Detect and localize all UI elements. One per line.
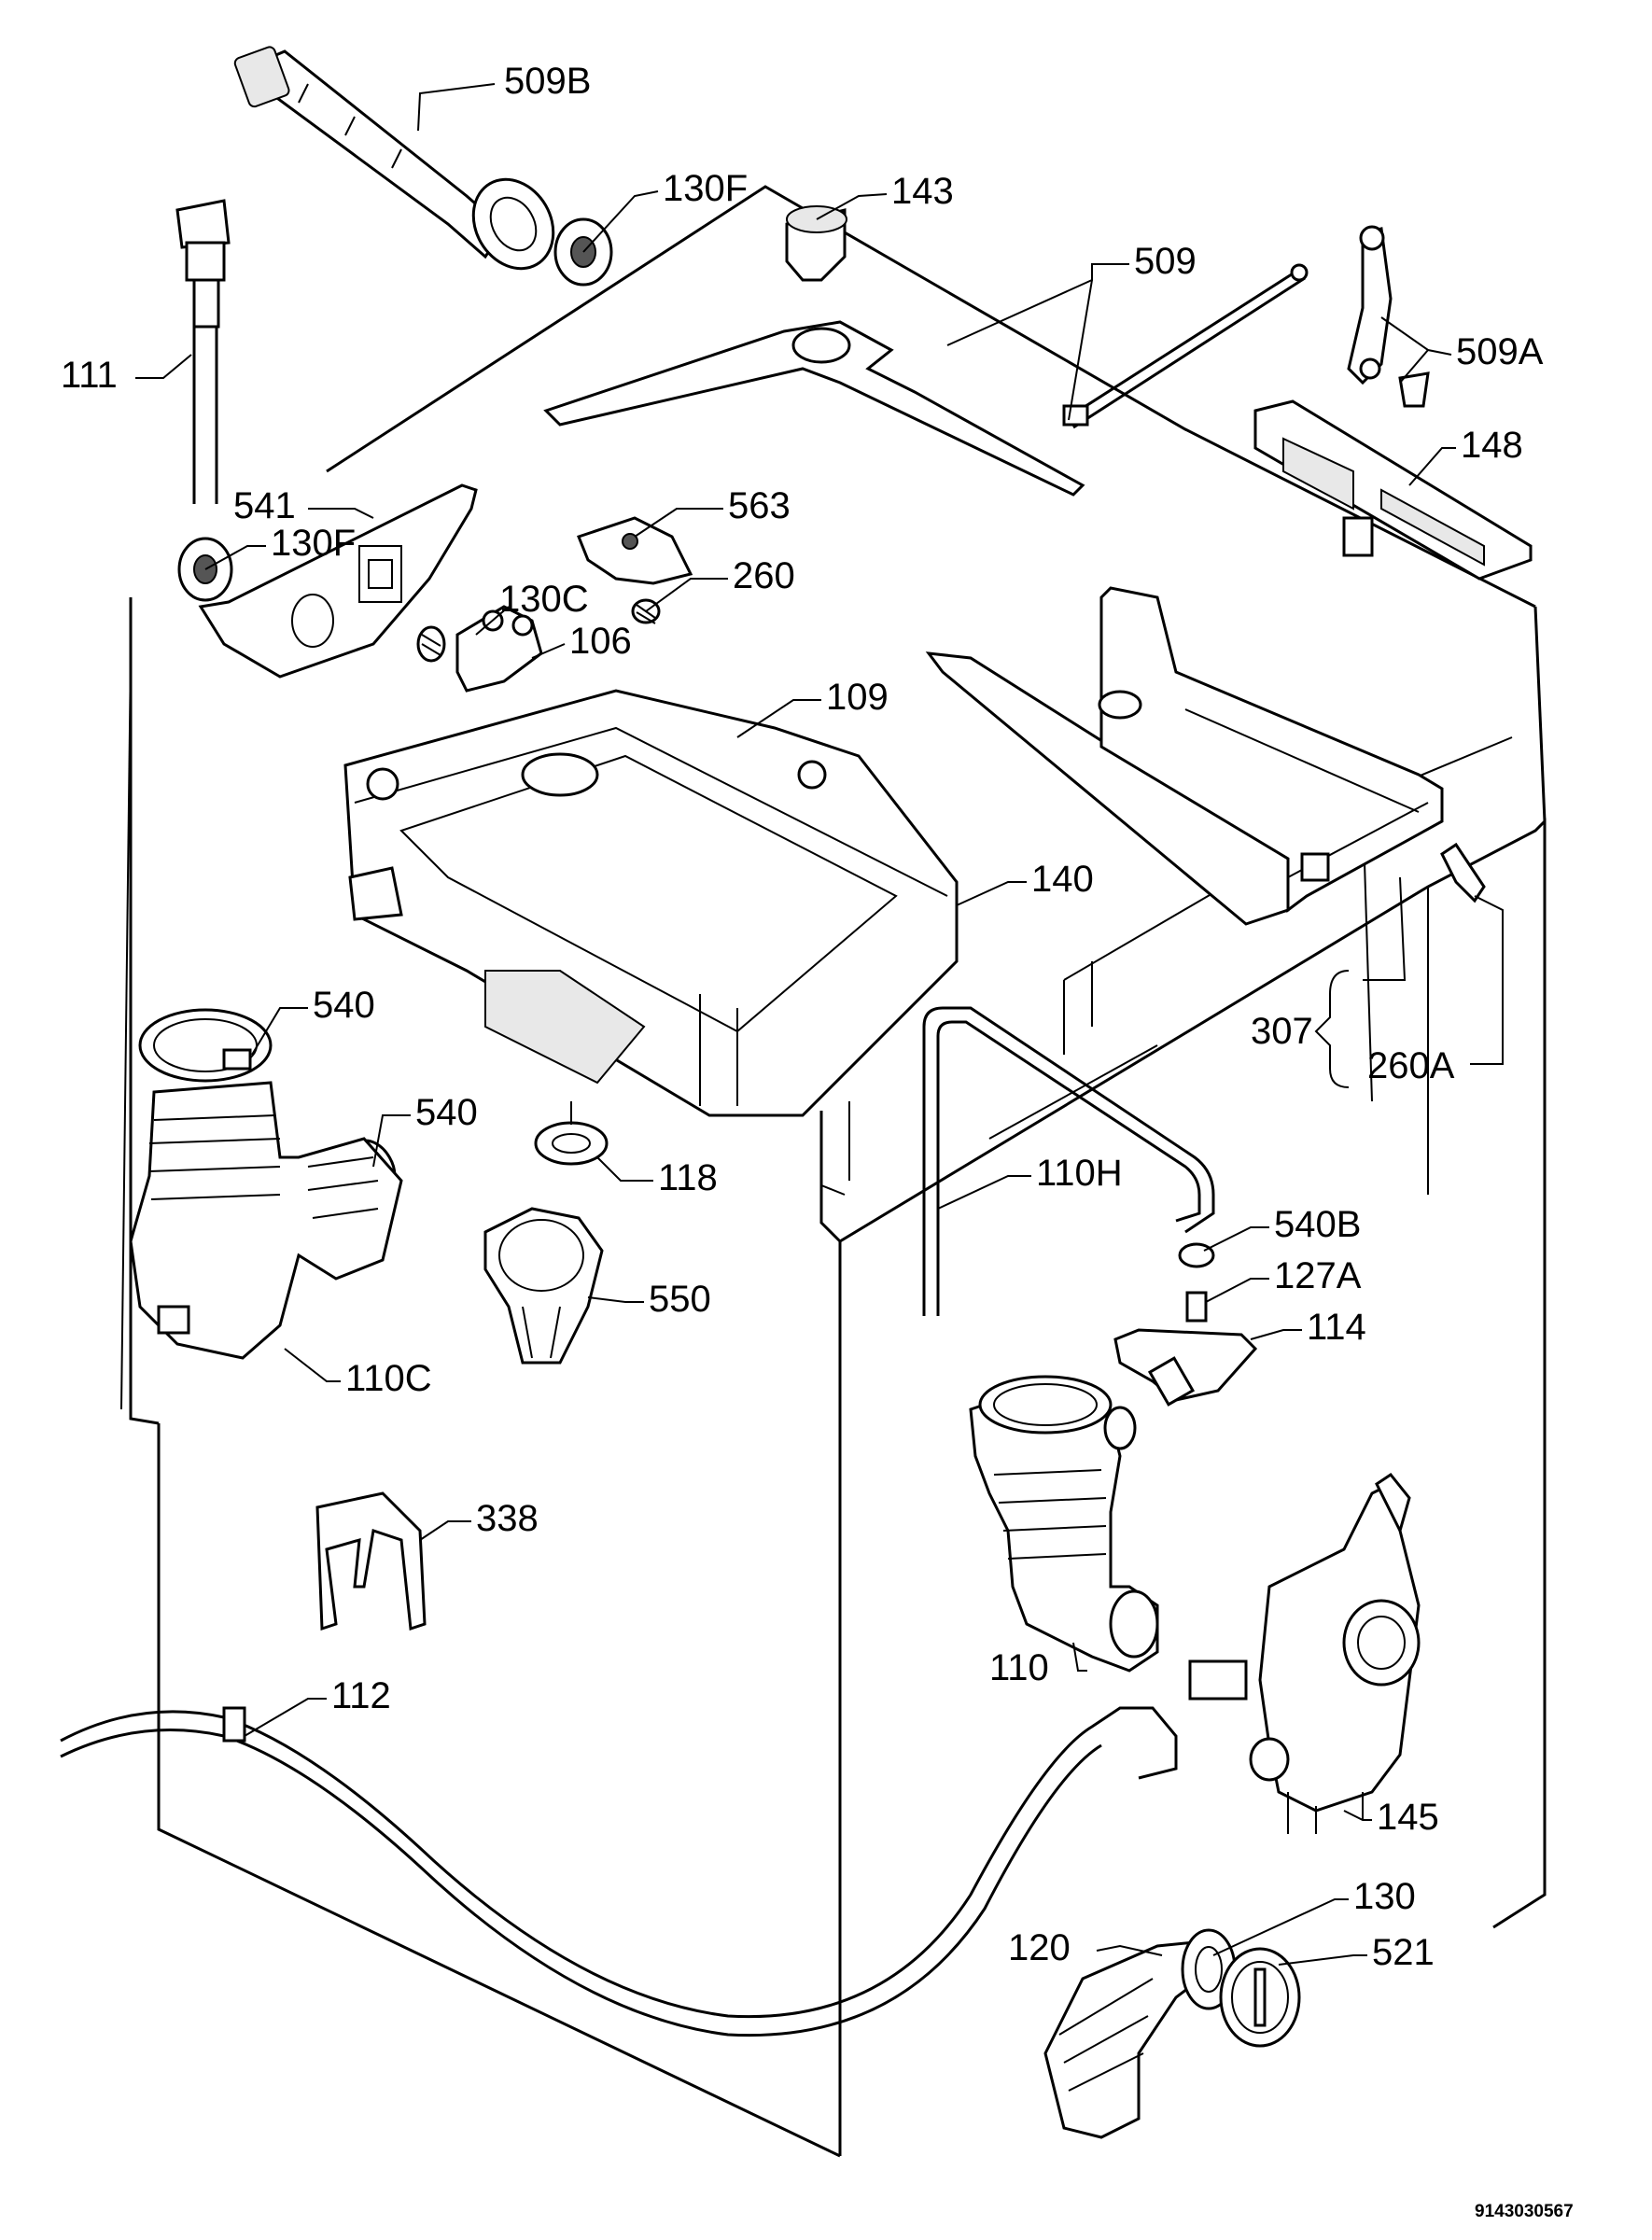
label-521: 521 — [1372, 1932, 1435, 1973]
knob-part — [785, 205, 847, 282]
drain-hose-part — [60, 1706, 1178, 2037]
label-509: 509 — [1134, 241, 1197, 282]
label-109: 109 — [826, 677, 889, 718]
hose-h-part — [922, 1006, 1215, 1316]
label-130c: 130C — [499, 579, 589, 620]
small-lever-part — [1347, 225, 1430, 408]
pump-part — [1188, 1472, 1421, 1834]
label-130: 130 — [1353, 1876, 1416, 1917]
bellows-part — [129, 1081, 403, 1360]
label-148: 148 — [1461, 425, 1523, 466]
label-307: 307 — [1251, 1011, 1313, 1052]
valve-part — [455, 605, 543, 693]
part-labels: 509B 130F 143 509 111 509A 148 541 563 1… — [61, 61, 1574, 2221]
cabinet-outline — [120, 185, 1547, 2158]
label-563: 563 — [728, 485, 791, 526]
inlet-hose-part — [175, 199, 231, 504]
label-143: 143 — [891, 171, 954, 212]
label-550: 550 — [649, 1279, 711, 1320]
label-114: 114 — [1307, 1307, 1366, 1348]
cam-part — [577, 516, 693, 585]
label-120: 120 — [1008, 1927, 1071, 1968]
panel-part — [198, 483, 478, 679]
label-260a: 260A — [1367, 1045, 1455, 1086]
label-130f-mid: 130F — [271, 523, 356, 564]
lever-assembly — [543, 263, 1309, 497]
bracket-part — [315, 1491, 427, 1631]
dispenser-handle-part — [1253, 399, 1533, 581]
label-130f-top: 130F — [663, 168, 748, 209]
label-338: 338 — [476, 1498, 539, 1539]
label-112: 112 — [331, 1675, 391, 1716]
dispenser-housing-part — [343, 689, 959, 1117]
label-540-a: 540 — [313, 985, 375, 1026]
spring-small — [416, 625, 446, 663]
label-260: 260 — [733, 555, 795, 596]
label-140: 140 — [1031, 859, 1094, 900]
sump-hose-part — [969, 1375, 1159, 1673]
retainer-clip-part — [483, 1207, 604, 1365]
label-127a: 127A — [1274, 1255, 1362, 1296]
label-541: 541 — [233, 485, 296, 526]
label-111: 111 — [61, 355, 118, 396]
label-540-b: 540 — [415, 1092, 478, 1133]
label-110: 110 — [989, 1647, 1049, 1688]
cap-part — [1219, 1947, 1301, 2048]
label-145: 145 — [1377, 1797, 1439, 1838]
label-509b: 509B — [504, 61, 591, 102]
nozzle-part — [1185, 1291, 1208, 1323]
leader-lines — [135, 83, 1504, 1966]
label-540b: 540B — [1274, 1204, 1361, 1245]
inlet-pipe-part — [233, 46, 555, 271]
label-106: 106 — [569, 621, 632, 662]
label-110c: 110C — [345, 1358, 432, 1399]
clamp-top — [138, 1008, 273, 1083]
label-118: 118 — [658, 1157, 718, 1198]
label-110h: 110H — [1036, 1153, 1123, 1194]
manifold-part — [1113, 1328, 1258, 1407]
clip-part — [1440, 842, 1486, 903]
label-509a: 509A — [1456, 331, 1544, 372]
wheel-part — [534, 1101, 609, 1166]
drawer-part — [925, 586, 1444, 926]
diagram-code: 9143030567 — [1475, 2202, 1574, 2221]
